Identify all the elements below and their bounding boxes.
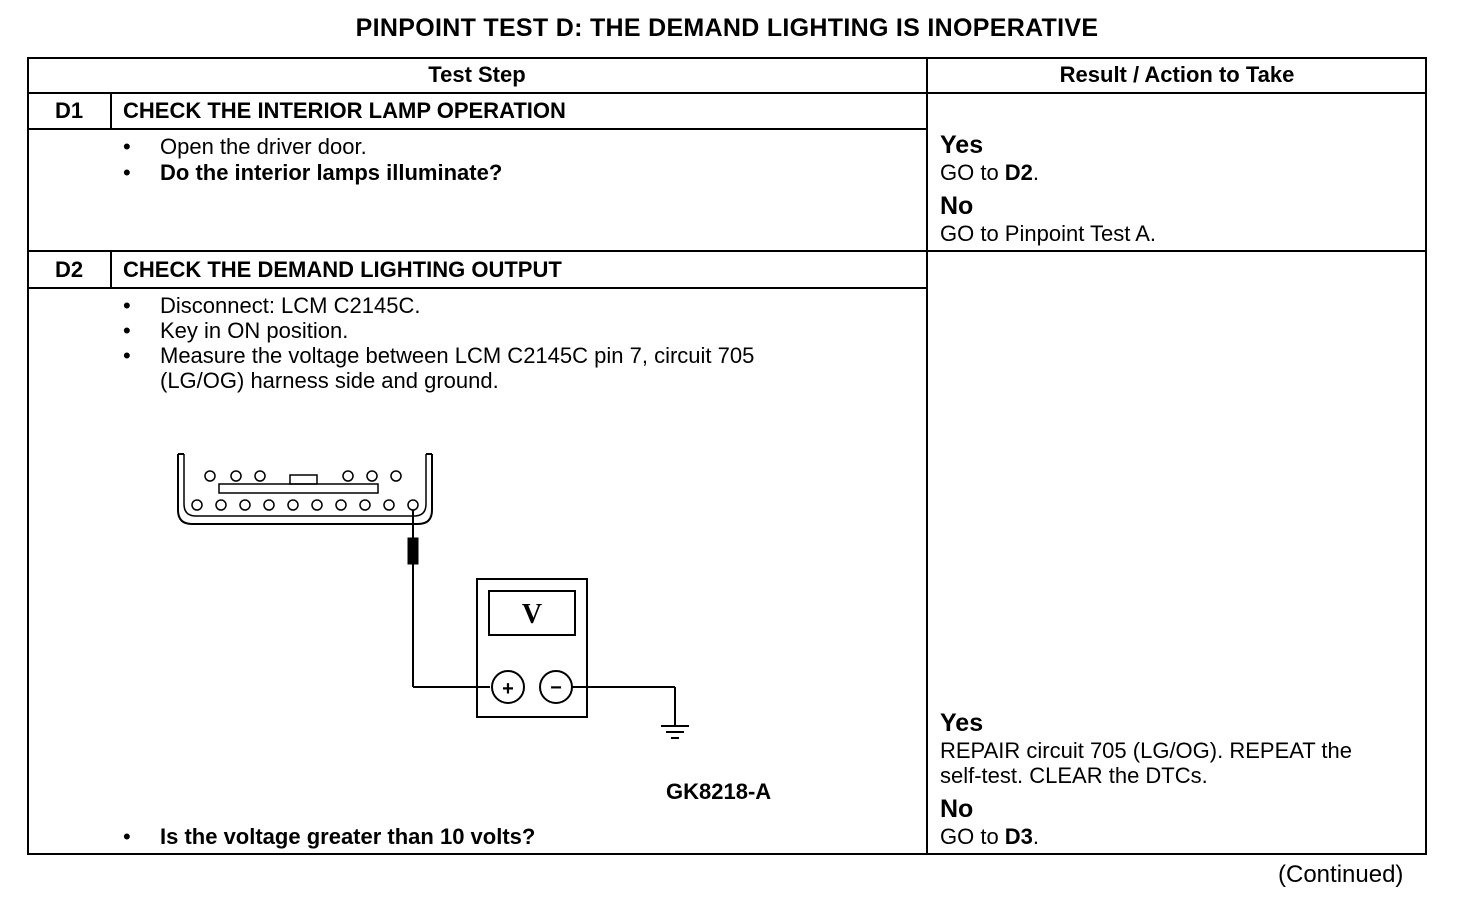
d1-step-1: Open the driver door.: [160, 134, 367, 159]
connector-c2145c: [177, 453, 433, 525]
d1-yes-action: GO to D2.: [940, 160, 1040, 185]
d1-d2-rule: [27, 250, 1427, 252]
step-id-d1: D1: [54, 98, 84, 123]
d2-step-3: Measure the voltage between LCM C2145C p…: [160, 343, 755, 368]
step-id-d2: D2: [54, 257, 84, 282]
bullet-d1-1: •: [123, 134, 131, 159]
connector-bottom-pins: [191, 499, 419, 511]
d2-yes-action-1: REPAIR circuit 705 (LG/OG). REPEAT the: [940, 738, 1353, 763]
d2-question: Is the voltage greater than 10 volts?: [160, 824, 536, 849]
d1-no-action: GO to Pinpoint Test A.: [940, 221, 1157, 246]
pinpoint-table: [27, 57, 1427, 855]
voltmeter-symbol: V: [522, 599, 542, 630]
figure-id: GK8218-A: [666, 779, 772, 804]
continued-note: (Continued): [1278, 861, 1404, 888]
d2-no-action: GO to D3.: [940, 824, 1040, 849]
step-id-divider-d1: [110, 93, 112, 130]
d2-step-3-cont: (LG/OG) harness side and ground.: [160, 368, 499, 393]
d1-yes-target: D2: [1004, 160, 1033, 185]
plus-terminal: +: [502, 678, 514, 700]
ground-lead: [572, 686, 676, 726]
d2-yes-action-2: self-test. CLEAR the DTCs.: [940, 763, 1208, 788]
step-heading-d2: CHECK THE DEMAND LIGHTING OUTPUT: [123, 257, 562, 282]
voltmeter: V + −: [476, 578, 588, 718]
d1-heading-rule: [27, 128, 927, 130]
column-divider: [926, 57, 928, 855]
connector-voltmeter-diagram: V + −: [177, 453, 689, 739]
d2-step-1: Disconnect: LCM C2145C.: [160, 293, 421, 318]
d1-step-2: Do the interior lamps illuminate?: [160, 160, 503, 185]
connector-top-pins: [204, 470, 402, 482]
d1-no-label: No: [940, 192, 974, 220]
step-id-divider-d2: [110, 252, 112, 289]
minus-terminal: −: [550, 677, 562, 699]
d2-no-label: No: [940, 795, 974, 823]
step-heading-d1: CHECK THE INTERIOR LAMP OPERATION: [123, 98, 566, 123]
d2-no-target: D3: [1004, 824, 1033, 849]
page-title: PINPOINT TEST D: THE DEMAND LIGHTING IS …: [355, 14, 1099, 42]
ground-icon: [661, 725, 689, 739]
header-result: Result / Action to Take: [1059, 62, 1295, 87]
bullet-d2-2: •: [123, 318, 131, 343]
bullet-d2-1: •: [123, 293, 131, 318]
bullet-d2-question: •: [123, 824, 131, 849]
header-rule: [27, 92, 1427, 94]
header-test-step: Test Step: [428, 62, 526, 87]
bullet-d2-3: •: [123, 343, 131, 368]
d1-yes-label: Yes: [940, 131, 984, 159]
d2-heading-rule: [27, 287, 927, 289]
d2-yes-label: Yes: [940, 709, 984, 737]
d2-step-2: Key in ON position.: [160, 318, 349, 343]
bullet-d1-2: •: [123, 160, 131, 185]
